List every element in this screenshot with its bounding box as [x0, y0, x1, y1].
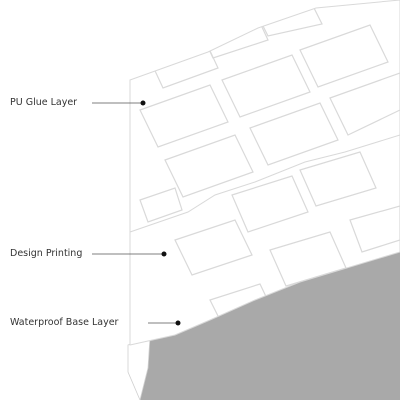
design-printing-dot: [161, 251, 167, 257]
pu-glue-layer-label: PU Glue Layer: [10, 97, 78, 108]
waterproof-base-leader: [148, 320, 181, 326]
pu-glue-leader: [92, 100, 146, 106]
pu-glue-sheet: [129, 0, 400, 233]
waterproof-base-dot: [175, 320, 181, 326]
waterproof-base-layer-label: Waterproof Base Layer: [10, 317, 119, 328]
waterproof-base-sheet: [127, 248, 400, 400]
design-printing-label: Design Printing: [10, 248, 83, 259]
design-printing-leader: [92, 251, 167, 257]
pu-glue-dot: [140, 100, 146, 106]
design-tile-outlines: [174, 151, 400, 321]
